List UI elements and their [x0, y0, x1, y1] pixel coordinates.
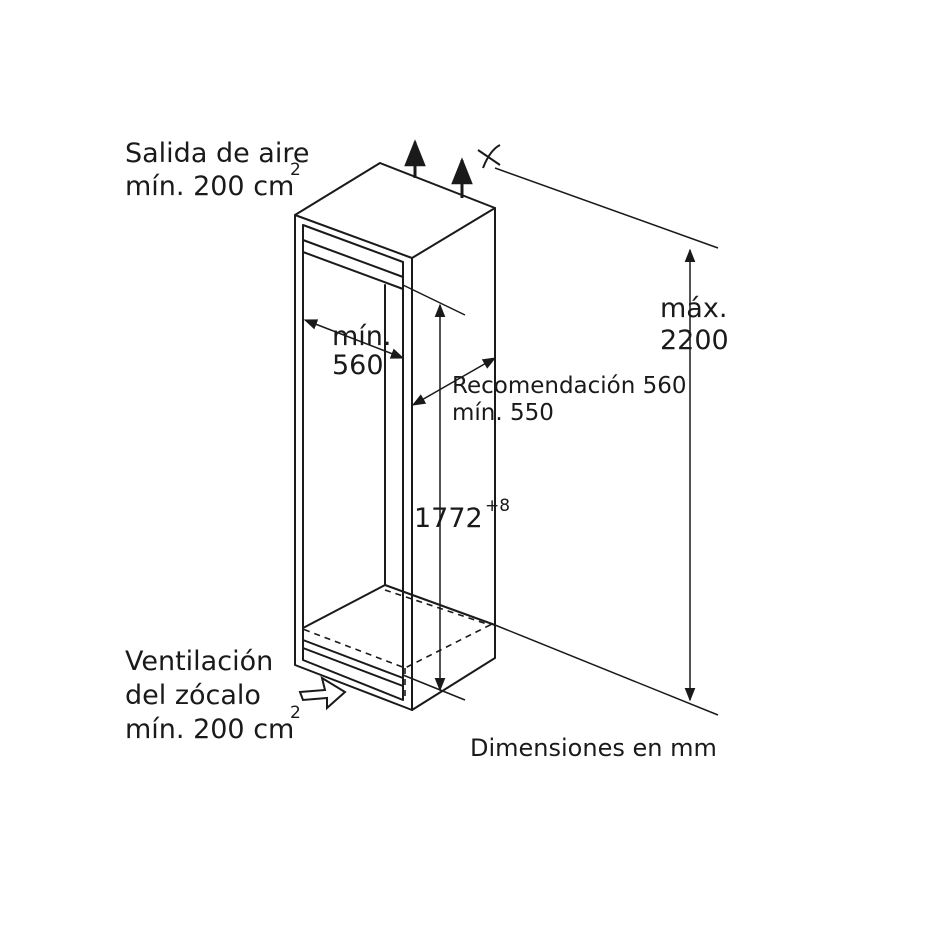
- max-height-top-ext: [494, 167, 719, 249]
- niche-height-tolerance: +8: [485, 496, 511, 516]
- depth-recommendation-line1: Recomendación 560: [452, 373, 687, 399]
- units-note: Dimensiones en mm: [470, 734, 717, 762]
- niche-bottom-ext: [402, 674, 466, 701]
- cabinet-top-shelf: [302, 239, 404, 278]
- width-label-line1: mín.: [332, 321, 392, 352]
- units-note-clip: Dimensiones en mm: [470, 730, 755, 770]
- cabinet-front-face: [294, 214, 413, 711]
- air-outlet-label-line1: Salida de aire: [125, 138, 310, 169]
- plinth-label-line2: del zócalo: [125, 680, 261, 711]
- cabinet-bottom-shelf: [302, 584, 496, 629]
- depth-dimension-line: [411, 357, 497, 406]
- max-height-label-line2: 2200: [660, 325, 729, 356]
- max-height-label-line1: máx.: [660, 293, 728, 324]
- niche-top-ext: [402, 284, 466, 316]
- max-height-bottom-ext: [494, 624, 719, 716]
- width-label-line2: 560: [332, 350, 384, 381]
- ceiling-symbol: [477, 144, 501, 169]
- cabinet-top-panel: [294, 162, 496, 216]
- plinth-label-line3: mín. 200 cm: [125, 714, 295, 745]
- cabinet-side-panel: [411, 207, 496, 711]
- plinth-air-arrow: [298, 675, 347, 711]
- cabinet-inner-opening: [302, 224, 404, 701]
- base-dashed-outline: [299, 589, 493, 669]
- plinth-recess: [302, 647, 404, 687]
- plinth-superscript: 2: [290, 703, 301, 723]
- air-outlet-superscript: 2: [290, 160, 301, 180]
- width-dimension-line: [303, 319, 405, 359]
- depth-recommendation-line2: mín. 550: [452, 400, 554, 426]
- niche-height-label: 1772: [414, 503, 483, 534]
- air-outlet-label-line2: mín. 200 cm: [125, 171, 295, 202]
- plinth-label-line1: Ventilación: [125, 646, 274, 677]
